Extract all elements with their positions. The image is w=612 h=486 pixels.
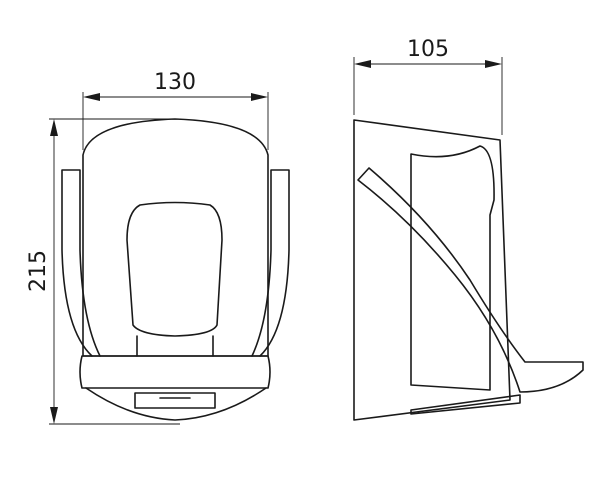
front-view bbox=[61, 118, 290, 421]
dimension-label-depth: 105 bbox=[407, 37, 449, 62]
side-bottom-ledge bbox=[410, 394, 521, 415]
side-housing-front bbox=[410, 145, 495, 391]
side-back-plate bbox=[353, 119, 511, 421]
front-lever-left-arm bbox=[61, 169, 101, 357]
front-neck bbox=[136, 335, 214, 357]
dimension-front-width: 130 bbox=[82, 70, 269, 150]
front-window bbox=[126, 201, 223, 337]
front-nozzle bbox=[134, 392, 216, 409]
dimension-side-depth: 105 bbox=[353, 37, 503, 135]
front-housing-outline bbox=[82, 118, 269, 357]
dimension-label-height: 215 bbox=[26, 250, 51, 292]
side-lever bbox=[357, 167, 584, 393]
front-lever-right-arm bbox=[251, 169, 290, 357]
dimension-front-height: 215 bbox=[26, 118, 180, 425]
side-view bbox=[353, 119, 584, 421]
dimension-label-width: 130 bbox=[154, 70, 196, 95]
front-push-bar bbox=[79, 355, 271, 389]
front-base bbox=[85, 387, 267, 421]
